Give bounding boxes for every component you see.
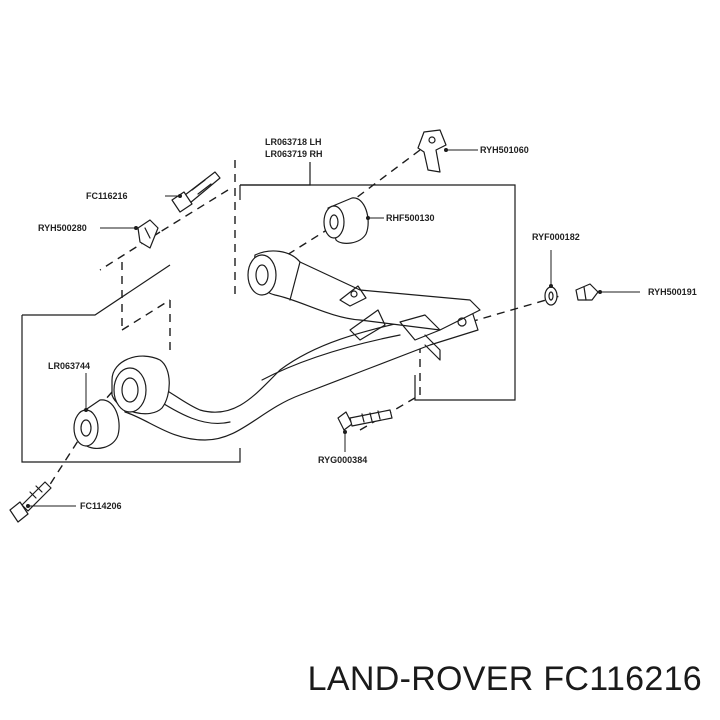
diagram-frame: [21, 162, 516, 463]
bolt-fc114206-icon: [9, 481, 76, 523]
control-arm: [119, 250, 481, 441]
label-bushing-front: LR063744: [48, 361, 90, 371]
label-bolt-bottom: FC114206: [80, 501, 122, 511]
label-bolt-top: FC116216: [86, 191, 128, 201]
bushing-lr063744-icon: [73, 373, 120, 449]
brand-part-caption: LAND-ROVER FC116216: [307, 660, 702, 698]
washer-ryf000182-icon: [544, 250, 558, 306]
assembly-dashed-lines: [39, 149, 561, 501]
nut-ryh500191-icon: [575, 283, 640, 301]
label-nut-right: RYH500191: [648, 287, 697, 297]
part-labels: LR063718 LH LR063719 RH RYH501060 FC1162…: [38, 137, 697, 511]
label-bolt-mid: RYG000384: [318, 455, 367, 465]
label-washer: RYF000182: [532, 232, 580, 242]
label-bushing-rear: RHF500130: [386, 213, 435, 223]
bracket-ryh501060-icon: [417, 129, 478, 173]
label-clip-left: RYH500280: [38, 223, 87, 233]
label-arm-lh: LR063718 LH: [265, 137, 322, 147]
bolt-fc116216-icon: [165, 171, 221, 213]
bushing-rhf500130-icon: [323, 197, 384, 244]
clip-ryh500280-icon: [100, 219, 159, 249]
bolt-ryg000384-icon: [337, 409, 393, 452]
label-arm-rh: LR063719 RH: [265, 149, 323, 159]
label-bracket-top: RYH501060: [480, 145, 529, 155]
front-bushing-housing: [111, 355, 170, 415]
